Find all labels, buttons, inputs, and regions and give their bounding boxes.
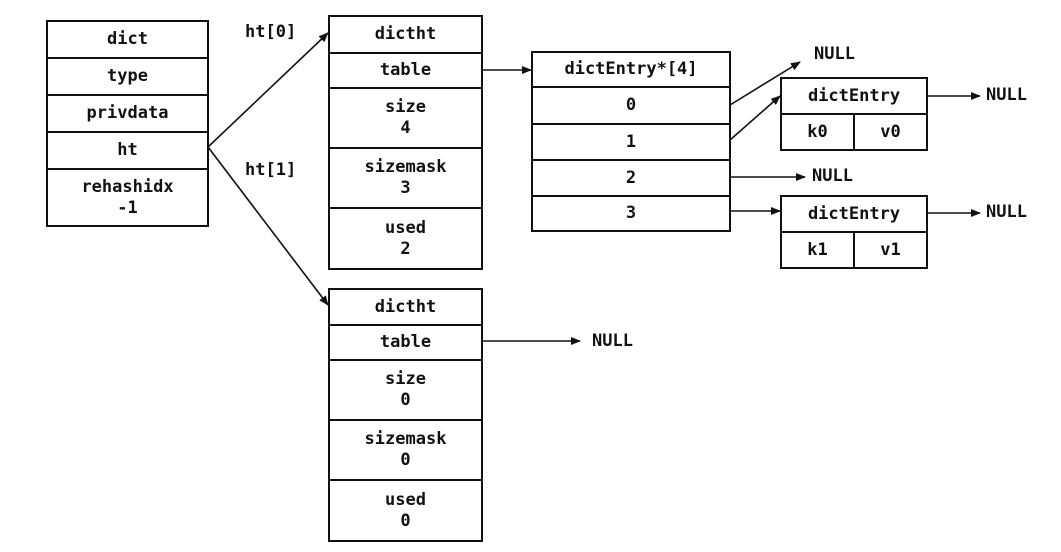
ht1-size-value: 0 [400, 390, 411, 410]
null-ht1-table: NULL [592, 331, 633, 351]
null-entry0-next: NULL [986, 85, 1027, 105]
dict-struct: dict type privdata ht rehashidx -1 [46, 20, 209, 227]
arrow-ht0 [207, 32, 329, 148]
ht0-table: table [330, 54, 481, 89]
ht1-size: size 0 [330, 361, 481, 421]
ht1-dictht: dictht table size 0 sizemask 0 used 0 [328, 288, 483, 542]
null-slot2: NULL [812, 166, 853, 186]
ht0-sizemask: sizemask 3 [330, 149, 481, 209]
dict-entry-0: dictEntry k0 v0 [780, 77, 928, 151]
entry1-key: k1 [782, 233, 855, 267]
ht0-size-label: size [385, 97, 426, 117]
ht0-header: dictht [330, 17, 481, 54]
entry0-key: k0 [782, 115, 855, 149]
entry0-kv: k0 v0 [782, 115, 926, 149]
ht1-used-label: used [385, 489, 426, 510]
table-slot-1: 1 [533, 125, 729, 161]
dict-field-privdata: privdata [48, 96, 207, 133]
dict-field-type: type [48, 59, 207, 96]
table-array-header: dictEntry*[4] [533, 53, 729, 88]
table-array: dictEntry*[4] 0 1 2 3 [531, 51, 731, 232]
ht1-table: table [330, 326, 481, 361]
entry0-value: v0 [880, 121, 901, 142]
ht0-size: size 4 [330, 89, 481, 149]
dict-field-ht: ht [48, 133, 207, 170]
rehashidx-label: rehashidx [81, 176, 174, 197]
table-slot-2: 2 [533, 161, 729, 197]
ht0-sizemask-label: sizemask [364, 157, 447, 177]
ht1-sizemask: sizemask 0 [330, 421, 481, 481]
entry1-kv: k1 v1 [782, 233, 926, 267]
table-slot-3: 3 [625, 203, 637, 223]
ht1-used: used 0 [330, 481, 481, 540]
ht0-used: used 2 [330, 209, 481, 268]
ht1-size-label: size [385, 369, 426, 389]
dict-field-dict: dict [48, 22, 207, 59]
table-slot-0: 0 [533, 88, 729, 125]
arrow-slot1-entry0 [729, 95, 781, 141]
entry1-header: dictEntry [782, 197, 926, 233]
dict-field-rehashidx: rehashidx -1 [48, 170, 207, 225]
ht1-sizemask-label: sizemask [364, 429, 447, 449]
ht0-sizemask-value: 3 [400, 178, 411, 198]
null-entry1-next: NULL [986, 202, 1027, 222]
ht0-dictht: dictht table size 4 sizemask 3 used 2 [328, 15, 483, 270]
ht0-used-value: 2 [400, 238, 411, 259]
null-slot0: NULL [814, 44, 855, 64]
dict-entry-1: dictEntry k1 v1 [780, 195, 928, 269]
ht0-label: ht[0] [245, 22, 297, 42]
ht1-label: ht[1] [245, 160, 297, 180]
entry1-value: v1 [880, 239, 901, 260]
ht1-used-value: 0 [400, 510, 411, 531]
ht0-used-label: used [385, 217, 426, 238]
entry0-header: dictEntry [782, 79, 926, 115]
ht1-header: dictht [330, 290, 481, 326]
arrow-slot0-null [729, 61, 801, 106]
arrow-ht1 [207, 146, 329, 306]
ht0-size-value: 4 [400, 118, 411, 138]
ht1-sizemask-value: 0 [400, 450, 411, 470]
rehashidx-value: -1 [117, 197, 138, 218]
